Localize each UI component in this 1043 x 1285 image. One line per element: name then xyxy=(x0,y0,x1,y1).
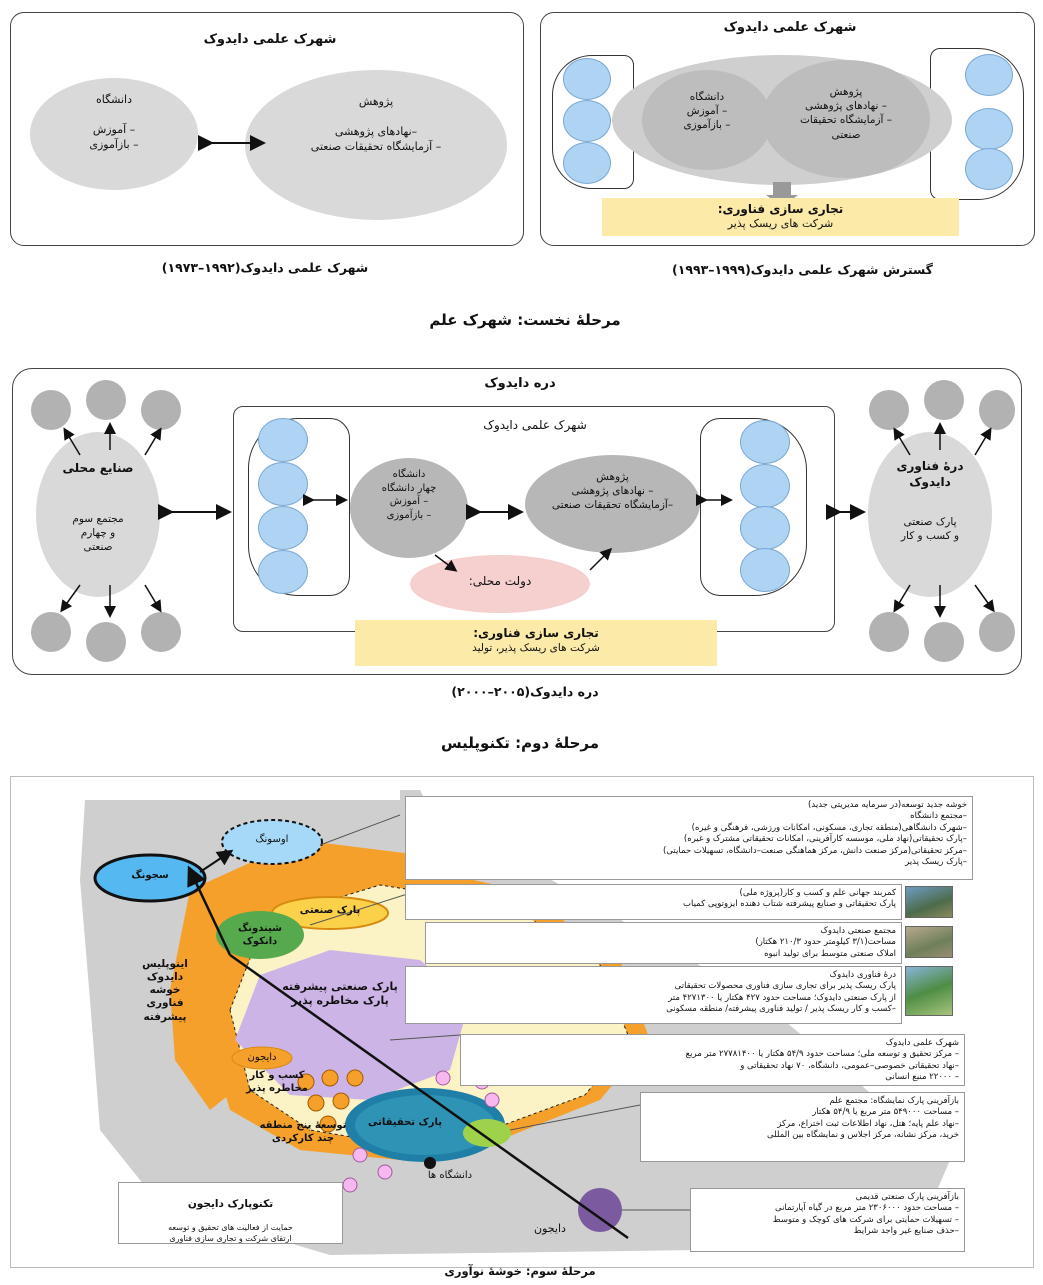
blue-circle xyxy=(740,420,790,464)
blue-circle xyxy=(965,108,1013,150)
gray-circle xyxy=(869,612,909,652)
stage2-valley-title: دره دایدوک xyxy=(484,376,556,391)
photo-thumbnail xyxy=(905,886,953,918)
gray-circle xyxy=(86,380,126,420)
note-global-belt: کمربند جهانی علم و کسب و کار(پروژه ملی) … xyxy=(405,884,902,920)
stage2-research-text: پژوهش – نهادهای پژوهشی –آزمایشگاه تحقیقا… xyxy=(551,471,674,512)
map-label-osong: اوسونگ xyxy=(255,834,289,845)
stage1-left-university-text: دانشگاه – آموزش – بازآموزی xyxy=(89,93,139,151)
blue-circle xyxy=(740,548,790,592)
map-label-daejeon-small: دایجون xyxy=(247,1052,277,1063)
blue-circle xyxy=(563,100,611,142)
blue-circle xyxy=(258,550,308,594)
gray-circle xyxy=(979,390,1015,430)
techno-park-title: تکنوپارک دایجون xyxy=(187,1198,274,1211)
stage2-university xyxy=(350,458,468,558)
stage3-heading: مرحلهٔ سوم: خوشهٔ نوآوری xyxy=(444,1264,596,1278)
map-label-research-park: پارک تحقیقاتی xyxy=(367,1117,443,1128)
gray-circle xyxy=(869,390,909,430)
stage2-university-text: دانشگاه چهار دانشگاه – آموزش – بازآموزی xyxy=(381,469,437,521)
stage2-left-cluster xyxy=(248,418,350,596)
map-label-sejong: سجونگ xyxy=(131,870,169,881)
map-label-industrial-park: پارک صنعتی xyxy=(299,905,361,916)
stage2-commercial-box: تجاری سازی فناوری: شرکت های ریسک پذیر، ت… xyxy=(355,620,717,666)
stage1-right-title: شهرک علمی دایدوک xyxy=(723,20,857,35)
techno-park-box: تکنوپارک دایجون حمایت از فعالیت های تحقی… xyxy=(118,1182,343,1244)
stage1-commercial-box: تجاری سازی فناوری: شرکت های ریسک پذیر xyxy=(602,198,959,236)
stage2-local-industry xyxy=(36,432,160,597)
blue-circle xyxy=(258,418,308,462)
stage2-heading: مرحلهٔ دوم: تکنوپلیس xyxy=(440,734,600,752)
blue-circle xyxy=(563,58,611,100)
map-label-innopolis: اینوپلیس دایدوک خوشه فناوری پیشرفته xyxy=(142,958,188,1023)
gray-circle xyxy=(924,380,964,420)
blue-circle xyxy=(965,148,1013,190)
stage2-local-gov-text: دولت محلی: xyxy=(468,574,532,588)
stage2-tech-valley-title: درهٔ فناوری دایدوک xyxy=(896,459,964,490)
stage1-left-research-text: پژوهش –نهادهای پژوهشی – آزمایشگاه تحقیقا… xyxy=(310,95,442,153)
stage2-research xyxy=(525,455,700,553)
note-new-cluster: خوشه جدید توسعه(در سرمایه مدیریتی جدید) … xyxy=(405,796,973,880)
map-label-sindong: شیندونگ دانکوک xyxy=(238,923,282,947)
stage1-left-university xyxy=(30,78,198,190)
note-tech-valley: درهٔ فناوری دایدوک پارک ریسک پذیر برای ت… xyxy=(405,966,902,1024)
stage1-heading: مرحلهٔ نخست: شهرک علم xyxy=(429,311,621,329)
stage1-left-title: شهرک علمی دایدوک xyxy=(203,32,337,47)
stage2-tech-valley xyxy=(868,432,992,597)
stage1-right-research-text: پژوهش – نهادهای پژوهشی – آزمایشگاه تحقیق… xyxy=(799,86,893,141)
stage2-local-industry-sub: مجتمع سوم و چهارم صنعتی xyxy=(72,513,124,554)
stage2-sciencetown-title: شهرک علمی دایدوک xyxy=(483,418,587,432)
photo-thumbnail xyxy=(905,966,953,1016)
gray-circle xyxy=(979,612,1015,652)
note-old-industrial: بازآفرینی پارک صنعتی قدیمی – مساحت حدود … xyxy=(690,1188,965,1252)
blue-circle xyxy=(563,142,611,184)
map-label-dev-zone: توسعهٔ پنج منطقه چند کارکردی xyxy=(259,1120,347,1144)
stage1-right-university-text: دانشگاه – آموزش – بازآموزی xyxy=(683,91,731,132)
stage1-right-research xyxy=(762,60,930,178)
techno-park-body: حمایت از فعالیت های تحقیق و توسعه ارتقای… xyxy=(168,1223,293,1243)
blue-circle xyxy=(258,462,308,506)
stage1-left-caption: شهرک علمی دایدوک(۱۹۹۲–۱۹۷۳) xyxy=(161,260,369,275)
gray-circle xyxy=(86,622,126,662)
stage1-right-university xyxy=(642,70,772,170)
stage2-commercial-title: تجاری سازی فناوری: xyxy=(473,626,599,640)
photo-thumbnail xyxy=(905,926,953,958)
stage2-commercial-sub: شرکت های ریسک پذیر، تولید xyxy=(472,642,600,655)
blue-circle xyxy=(258,506,308,550)
stage2-local-gov xyxy=(410,555,590,613)
map-label-venture: کسب و کار مخاطره پذیر xyxy=(246,1070,308,1094)
stage2-tech-valley-sub: پارک صنعتی و کسب و کار xyxy=(900,516,960,543)
note-expo-park: بازآفرینی پارک نمایشگاه: مجتمع علم – مسا… xyxy=(640,1092,965,1162)
stage1-commercial-sub: شرکت های ریسک پذیر xyxy=(727,217,834,231)
stage1-right-caption: گسترش شهرک علمی دایدوک(۱۹۹۹–۱۹۹۳) xyxy=(672,262,933,277)
stage3-map-frame xyxy=(10,776,1034,1268)
map-label-daejeon: دایجون xyxy=(534,1222,566,1235)
blue-circle xyxy=(965,54,1013,96)
stage1-commercial-title: تجاری سازی فناوری: xyxy=(717,202,844,216)
map-label-adv-park: پارک صنعتی پیشرفته پارک مخاطره پذیر xyxy=(282,980,398,1007)
down-arrow-icon xyxy=(773,182,791,196)
gray-circle xyxy=(31,390,71,430)
gray-circle xyxy=(31,612,71,652)
stage2-caption: دره دایدوک(۲۰۰۵–۲۰۰۰) xyxy=(451,684,599,699)
gray-circle xyxy=(141,612,181,652)
note-industrial-complex: مجتمع صنعتی دایدوک مساحت(۳/۱ کیلومتر حدو… xyxy=(425,922,902,964)
stage1-left-research xyxy=(245,70,507,220)
stage2-right-cluster xyxy=(700,418,807,596)
gray-circle xyxy=(141,390,181,430)
map-label-universities: دانشگاه ها xyxy=(427,1170,473,1181)
gray-circle xyxy=(924,622,964,662)
stage2-local-industry-title: صنایع محلی xyxy=(62,461,134,475)
note-science-town: شهرک علمی دایدوک – مرکز تحقیق و توسعه مل… xyxy=(460,1034,965,1086)
